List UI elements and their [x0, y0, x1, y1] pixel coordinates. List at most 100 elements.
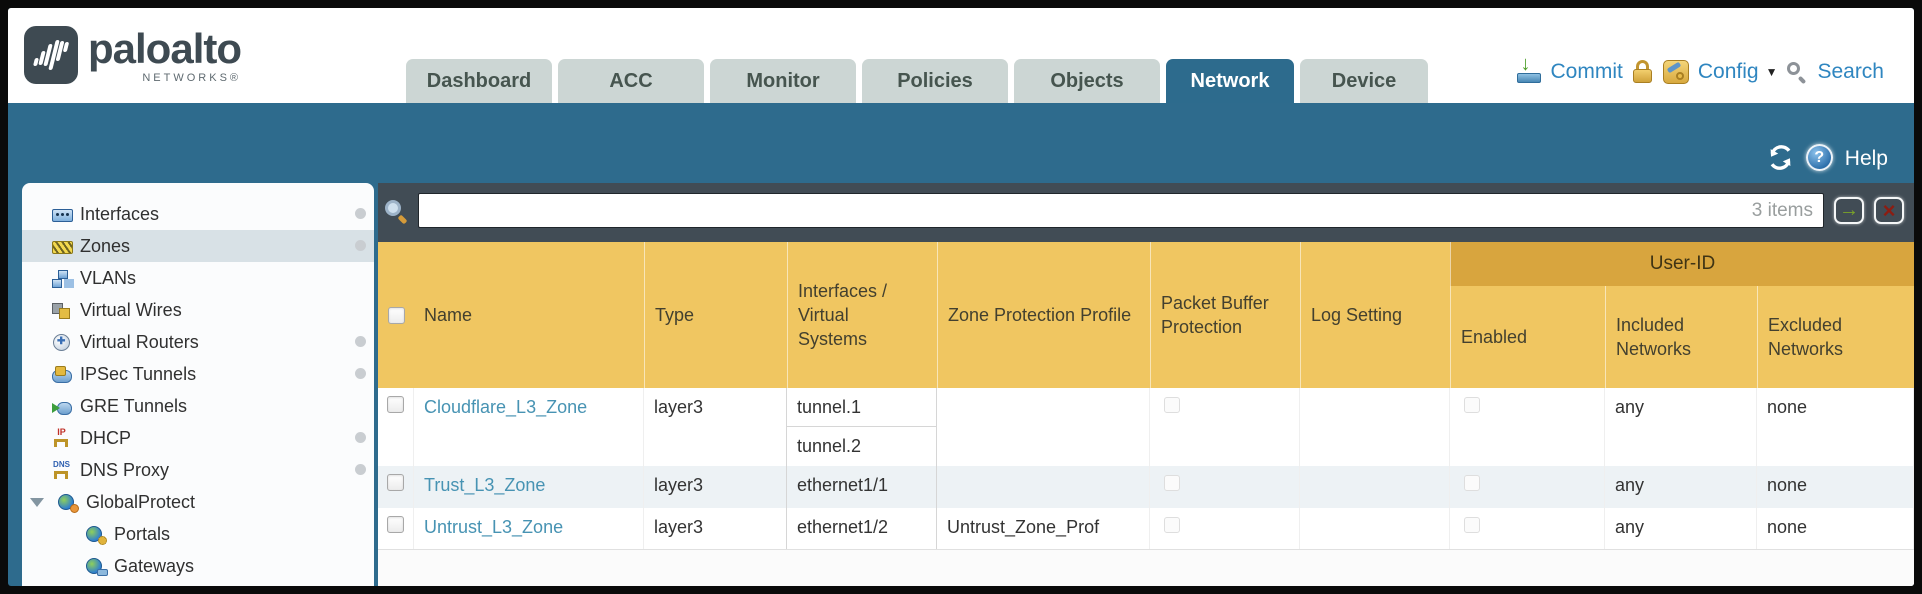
clear-filter-button[interactable]: × [1874, 197, 1904, 224]
cell-interfaces: tunnel.1 tunnel.2 [786, 388, 937, 466]
cell-included-networks: any [1605, 388, 1757, 466]
cell-excluded-networks: none [1757, 388, 1914, 466]
firewall-web-ui: paloalto NETWORKS® Dashboard ACC Monitor… [8, 8, 1914, 586]
cell-zone-protection-profile [937, 466, 1150, 508]
config-dropdown-caret-icon[interactable]: ▼ [1765, 65, 1778, 79]
sidebar-item-virtual-routers[interactable]: Virtual Routers [22, 326, 374, 358]
help-label[interactable]: Help [1844, 147, 1888, 170]
status-dot [355, 208, 366, 219]
sidebar-item-gre-tunnels[interactable]: GRE Tunnels [22, 390, 374, 422]
help-icon[interactable]: ? [1805, 144, 1833, 171]
go-arrow-glyph: → [1839, 199, 1859, 221]
sidebar-item-label: DHCP [80, 427, 132, 448]
sidebar-item-gateways[interactable]: Gateways [22, 550, 374, 582]
table-row: Trust_L3_Zone layer3 ethernet1/1 any non… [378, 466, 1914, 508]
row-checkbox[interactable] [387, 474, 404, 491]
zone-name-link[interactable]: Cloudflare_L3_Zone [424, 397, 588, 417]
cell-enabled [1450, 388, 1605, 466]
interfaces-icon [52, 206, 73, 223]
refresh-icon[interactable] [1767, 144, 1794, 171]
config-link[interactable]: Config [1697, 60, 1759, 83]
enabled-checkbox[interactable] [1464, 475, 1480, 491]
status-dot [355, 464, 366, 475]
table-row: Cloudflare_L3_Zone layer3 tunnel.1 tunne… [378, 388, 1914, 466]
search-link[interactable]: Search [1817, 60, 1884, 83]
help-glyph: ? [1814, 148, 1825, 166]
sidebar-item-ipsec-tunnels[interactable]: IPSec Tunnels [22, 358, 374, 390]
row-checkbox[interactable] [387, 396, 404, 413]
col-header-name[interactable]: Name [424, 305, 473, 325]
top-bar: paloalto NETWORKS® Dashboard ACC Monitor… [8, 8, 1914, 103]
sidebar-item-globalprotect[interactable]: GlobalProtect [22, 486, 374, 518]
row-checkbox[interactable] [387, 516, 404, 533]
packet-buffer-checkbox[interactable] [1164, 475, 1180, 491]
filter-bar: 3 items → × [378, 183, 1914, 238]
cell-included-networks: any [1605, 466, 1757, 508]
select-all-cell [378, 242, 414, 388]
enabled-checkbox[interactable] [1464, 397, 1480, 413]
ipsec-tunnels-icon [52, 365, 72, 383]
collapse-triangle-icon[interactable] [30, 497, 44, 507]
tab-objects[interactable]: Objects [1014, 59, 1160, 103]
portals-icon [86, 525, 107, 545]
zones-icon [52, 238, 73, 255]
tab-device[interactable]: Device [1300, 59, 1428, 103]
col-header-type[interactable]: Type [644, 242, 787, 388]
packet-buffer-checkbox[interactable] [1164, 397, 1180, 413]
col-header-log-setting[interactable]: Log Setting [1300, 242, 1450, 388]
sidebar-item-portals[interactable]: Portals [22, 518, 374, 550]
cell-excluded-networks: none [1757, 508, 1914, 549]
status-dot [355, 240, 366, 251]
zone-name-link[interactable]: Trust_L3_Zone [424, 475, 546, 495]
row-select-cell [378, 466, 414, 508]
apply-filter-button[interactable]: → [1834, 197, 1864, 224]
tab-network[interactable]: Network [1166, 59, 1294, 103]
teal-band: ? Help [8, 103, 1914, 183]
sidebar-item-interfaces[interactable]: Interfaces [22, 198, 374, 230]
filter-input[interactable] [419, 194, 1823, 227]
content-area: Interfaces Zones VLANs Virtual Wires Vir… [8, 183, 1914, 586]
sidebar-item-label: Virtual Wires [80, 299, 182, 320]
enabled-checkbox[interactable] [1464, 517, 1480, 533]
sidebar-item-vlans[interactable]: VLANs [22, 262, 374, 294]
commit-arrow-glyph: ↓ [1520, 53, 1531, 75]
sidebar-item-label: Portals [114, 523, 171, 544]
zone-name-link[interactable]: Untrust_L3_Zone [424, 517, 564, 537]
tab-acc[interactable]: ACC [558, 59, 704, 103]
interface-entry: tunnel.1 [787, 388, 936, 427]
paloalto-wordmark: paloalto NETWORKS® [88, 26, 242, 85]
clear-x-glyph: × [1882, 197, 1896, 223]
sidebar-item-virtual-wires[interactable]: Virtual Wires [22, 294, 374, 326]
gre-tunnels-icon [52, 398, 72, 415]
vlans-icon [52, 269, 71, 288]
col-header-interfaces[interactable]: Interfaces / Virtual Systems [787, 242, 937, 388]
col-header-enabled[interactable]: Enabled [1450, 286, 1605, 388]
cell-log-setting [1300, 388, 1450, 466]
cell-enabled [1450, 508, 1605, 549]
select-all-checkbox[interactable] [387, 306, 405, 324]
cell-interfaces: ethernet1/2 [786, 508, 937, 549]
col-header-packet-buffer-protection[interactable]: Packet Buffer Protection [1150, 242, 1300, 388]
search-icon [1786, 61, 1808, 85]
packet-buffer-checkbox[interactable] [1164, 517, 1180, 533]
sidebar-item-label: Gateways [114, 555, 195, 576]
col-header-zone-protection-profile[interactable]: Zone Protection Profile [937, 242, 1150, 388]
col-header-included-networks[interactable]: Included Networks [1605, 286, 1757, 388]
cell-packet-buffer-protection [1150, 508, 1300, 549]
config-icon [1662, 60, 1689, 84]
commit-link[interactable]: Commit [1550, 60, 1623, 83]
tab-monitor[interactable]: Monitor [710, 59, 856, 103]
sidebar-item-dns-proxy[interactable]: DNS DNS Proxy [22, 454, 374, 486]
status-dot [355, 432, 366, 443]
lock-icon[interactable] [1632, 60, 1654, 84]
virtual-wires-icon [52, 302, 71, 319]
tab-dashboard[interactable]: Dashboard [406, 59, 552, 103]
sidebar-item-zones[interactable]: Zones [22, 230, 374, 262]
table-empty-area [378, 550, 1914, 586]
row-select-cell [378, 508, 414, 549]
tab-policies[interactable]: Policies [862, 59, 1008, 103]
sidebar-item-dhcp[interactable]: IP DHCP [22, 422, 374, 454]
col-header-excluded-networks[interactable]: Excluded Networks [1757, 286, 1914, 388]
main-panel: 3 items → × Name Type Interfaces / Virtu… [378, 183, 1914, 586]
interface-entry: ethernet1/1 [797, 475, 889, 495]
